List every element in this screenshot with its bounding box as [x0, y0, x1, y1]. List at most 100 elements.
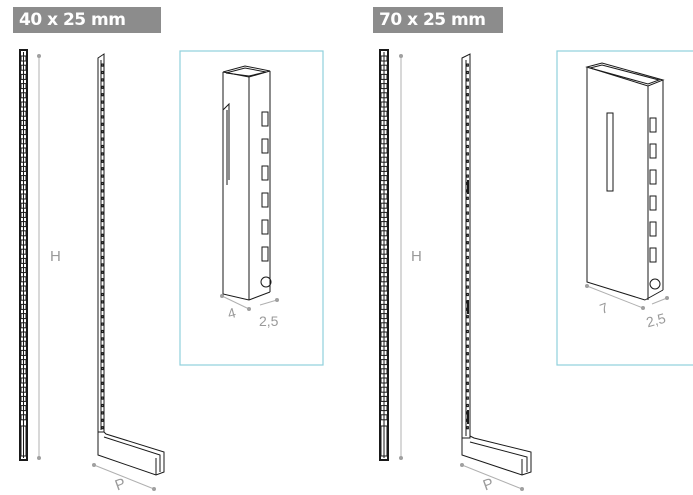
hole [101, 85, 104, 89]
hole [101, 263, 104, 267]
slot [20, 276, 27, 283]
hole [101, 137, 104, 141]
left-upright-front-view [19, 49, 28, 461]
slot [20, 175, 27, 182]
hole [101, 233, 104, 237]
slot [20, 64, 27, 71]
hole [466, 167, 469, 171]
hole [466, 359, 469, 363]
hole [101, 337, 104, 341]
hole [101, 315, 104, 319]
slot [20, 248, 27, 255]
slot [649, 221, 657, 237]
hole [101, 352, 104, 356]
right-height-label: H [411, 248, 422, 265]
slot [380, 313, 388, 320]
hole [101, 241, 104, 245]
hole [466, 255, 469, 260]
slot [380, 377, 388, 384]
hole [101, 411, 104, 415]
hole [466, 218, 469, 223]
hole [101, 218, 104, 223]
right-upright-front-view [379, 49, 389, 461]
slot [261, 192, 269, 208]
hole [466, 396, 469, 400]
hole [466, 70, 469, 75]
slot [380, 276, 388, 283]
hole [466, 329, 469, 334]
hole [466, 315, 469, 319]
slot [20, 230, 27, 237]
hole [101, 300, 104, 304]
hole [466, 374, 469, 378]
slot [380, 239, 388, 246]
hole [466, 115, 469, 119]
slot [20, 285, 27, 292]
hole [101, 426, 104, 430]
hole [466, 196, 469, 200]
hole [466, 263, 469, 267]
slot [20, 211, 27, 218]
left-height-label: H [50, 248, 61, 265]
hole [466, 270, 469, 274]
hole [466, 211, 469, 215]
right-panel-title: 70 x 25 mm [373, 7, 503, 33]
hole [101, 152, 104, 156]
right-detail-dimensions: 7 2,5 [585, 284, 669, 330]
slot [380, 110, 388, 117]
slot [20, 257, 27, 264]
slot [20, 239, 27, 246]
slot [20, 414, 27, 421]
left-profile-detail [222, 65, 272, 301]
left-height-dimension: H [37, 54, 61, 460]
hole [101, 115, 104, 119]
hole [101, 329, 104, 334]
hole [466, 248, 469, 252]
slot [261, 138, 269, 154]
slot [649, 247, 657, 263]
slot [20, 313, 27, 320]
hole [466, 85, 469, 89]
slot [380, 395, 388, 402]
slot [20, 340, 27, 347]
slot [380, 156, 388, 163]
right-detail-depth-label: 2,5 [644, 310, 667, 331]
slot [261, 246, 269, 262]
hole [101, 226, 104, 230]
hole [101, 359, 104, 363]
hole [466, 344, 469, 348]
hole [101, 122, 104, 126]
slot [20, 322, 27, 329]
hole [466, 226, 469, 230]
slot [20, 349, 27, 356]
slot [649, 169, 657, 185]
hole [466, 144, 469, 149]
hole [466, 366, 469, 371]
left-detail-dimensions: 4 2,5 [220, 294, 279, 329]
slot [20, 184, 27, 191]
slot [380, 202, 388, 209]
slot [380, 129, 388, 136]
hole [101, 270, 104, 274]
hole [101, 322, 104, 326]
hole [466, 389, 469, 393]
slot [380, 221, 388, 228]
hole [466, 426, 469, 430]
slot [261, 111, 269, 127]
slot [380, 147, 388, 154]
slot [380, 368, 388, 375]
slot [20, 55, 27, 62]
slot [380, 211, 388, 218]
hole [101, 70, 104, 75]
hole [466, 204, 469, 208]
hole [101, 78, 104, 82]
hole [466, 122, 469, 126]
left-upright-side-view [97, 53, 165, 476]
hole [466, 352, 469, 356]
hole [101, 292, 104, 297]
hole [466, 159, 469, 163]
hole [466, 152, 469, 156]
slot [380, 230, 388, 237]
slot [20, 359, 27, 366]
slot [649, 143, 657, 159]
